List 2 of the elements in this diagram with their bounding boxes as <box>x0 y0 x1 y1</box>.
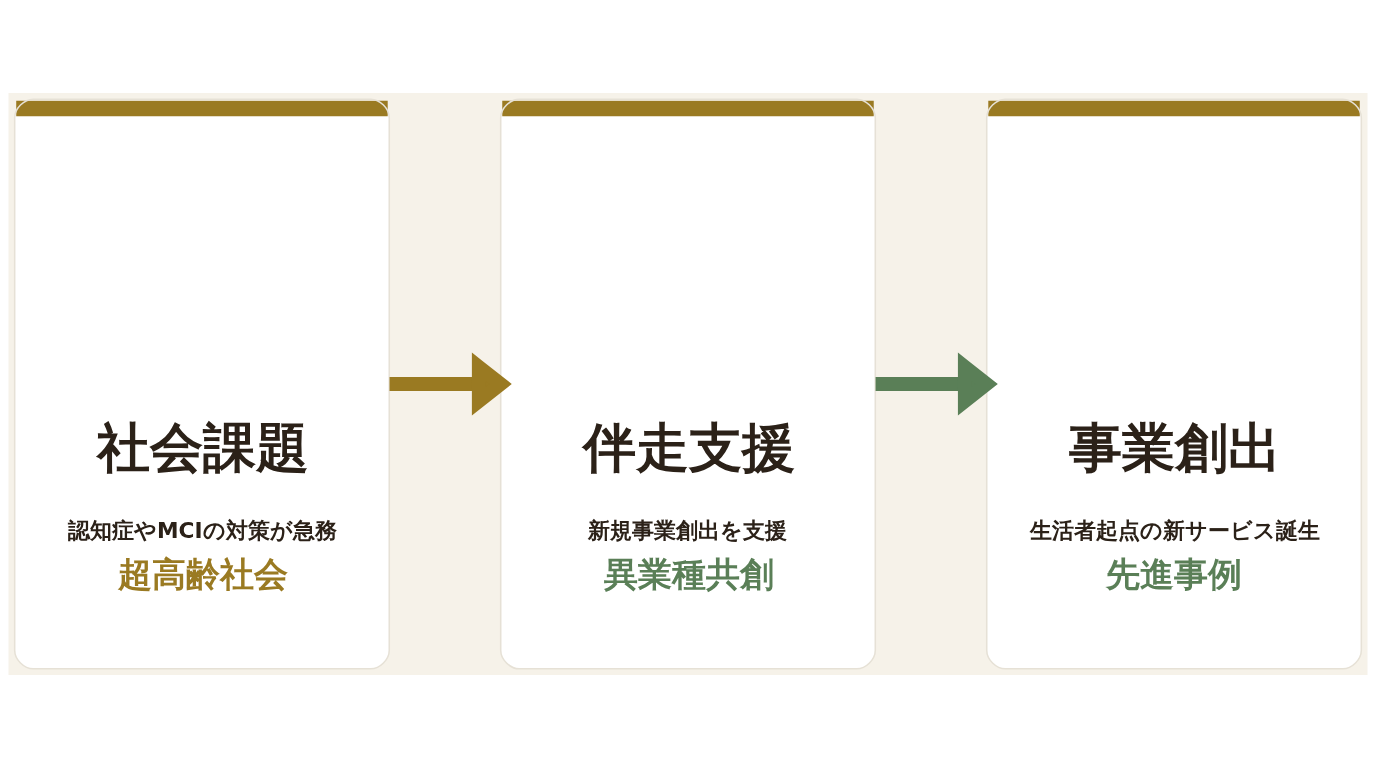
arrow <box>389 352 512 416</box>
arrow <box>875 352 998 416</box>
